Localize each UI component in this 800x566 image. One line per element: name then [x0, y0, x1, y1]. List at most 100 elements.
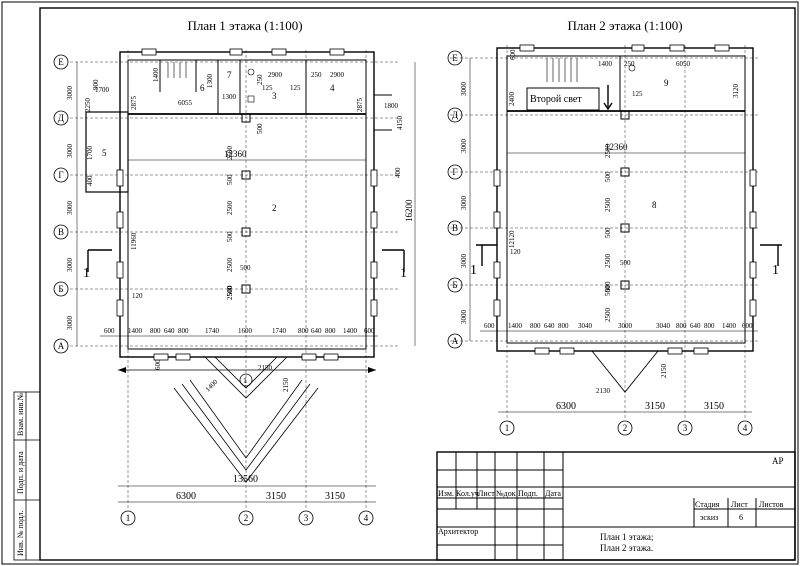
plan1-dim-1300b: 1300: [222, 93, 237, 101]
plan1-dim-top-4: 250: [311, 71, 322, 79]
plan2-room-9: 9: [664, 78, 669, 88]
plan1-dim-11960: 11960: [130, 232, 138, 250]
plan1-porch-600: 600: [154, 359, 162, 370]
plan1-porch-2150a: 2150: [258, 364, 273, 372]
plan2-bd-5: 3040: [578, 322, 593, 330]
title-architect: Архитектор: [438, 527, 478, 536]
plan2-axis-bubbles: [447, 50, 753, 436]
title-sheets-hdr: Листов: [759, 500, 784, 509]
plan1-room-4: 4: [330, 83, 335, 93]
side-stamp-sign: Подп. и дата: [16, 451, 25, 494]
plan2-axis-1: 1: [505, 423, 510, 433]
plan1-section-right: 1: [400, 266, 407, 281]
plan1-dim-top-2: 1300: [206, 74, 214, 89]
plan1-bd-10: 800: [325, 327, 336, 335]
plan1-axis-E: Е: [58, 57, 64, 67]
title-col-ndok: №док: [496, 489, 516, 498]
plan2-inner-6: 500: [604, 281, 612, 292]
plan1-dim-top-5: 2900: [330, 71, 345, 79]
plan1-bd-12: 600: [364, 327, 375, 335]
plan1-dim-12360: 12360: [224, 149, 247, 159]
plan1-bd-6: 1600: [238, 327, 253, 335]
plan2-bd-3: 640: [544, 322, 555, 330]
title-col-koluch: Кол.уч: [456, 489, 479, 498]
title-col-izm: Изм.: [438, 489, 454, 498]
plan2-axis-dim-1: 6300: [556, 401, 576, 412]
plan1-axis-bubbles: [53, 54, 374, 526]
plan1-stairs: [167, 62, 255, 103]
plan1-inner-6: 500: [226, 231, 234, 242]
plan2-dim-2400: 2400: [508, 92, 516, 107]
plan1-bd-4: 800: [178, 327, 189, 335]
plan1-inner-2: 500: [256, 123, 264, 134]
title-sheet-hdr: Лист: [731, 500, 748, 509]
plan2-stairs: [546, 58, 636, 111]
plan1-room-1: 1: [243, 376, 247, 385]
title-desc-1: План 1 этажа;: [600, 532, 653, 542]
plan1-bd-11: 1400: [343, 327, 358, 335]
plan1-dim-1800: 1800: [384, 102, 399, 110]
plan1-dim-400a: 400: [86, 175, 94, 186]
plan1-dim-900: 900: [92, 79, 100, 90]
plan2-axis-E: Е: [452, 53, 458, 63]
plan2-axis-A: А: [452, 336, 459, 346]
plan2-bd-4: 800: [558, 322, 569, 330]
title-project-code: АР: [772, 456, 784, 466]
plan2-columns: [620, 110, 630, 290]
plan1-dim-2875b: 2875: [356, 98, 364, 113]
plan1-dim-left-4: 3000: [66, 258, 74, 273]
plan1-bd-8: 800: [298, 327, 309, 335]
plan1-bd-1: 1400: [128, 327, 143, 335]
plan1-inner-9: 500: [240, 264, 251, 272]
plan1-dim-top-1: 1400: [152, 68, 160, 83]
plan2-title: План 2 этажа (1:100): [567, 18, 682, 33]
plan1-dim-left-1: 3000: [66, 86, 74, 101]
plan1-section-marks: [87, 249, 405, 272]
plan2-walls: [496, 47, 754, 352]
title-desc-2: План 2 этажа.: [600, 543, 653, 553]
plan1-porch: [173, 356, 319, 483]
plan1-dim-2250: 2250: [84, 98, 92, 113]
plan2-bd-11: 1400: [722, 322, 737, 330]
plan2-bottom-dims: 600 1400 800 640 800 3040 3000 3040 800 …: [484, 322, 753, 330]
plan2-bd-6: 3000: [618, 322, 633, 330]
title-col-podp: Подп.: [518, 489, 538, 498]
plan2-dim-top-1: 1400: [598, 60, 613, 68]
plan1-axis-dim-3: 3150: [325, 491, 345, 502]
plan2-bd-8: 800: [676, 322, 687, 330]
plan1-dim-6055: 6055: [178, 99, 193, 107]
plan1-axis-A: А: [58, 341, 65, 351]
plan2-inner-7: 2500: [604, 308, 612, 323]
plan2-dim-120: 120: [510, 248, 521, 256]
plan1-dim-left-3: 3000: [66, 201, 74, 216]
plan1-title: План 1 этажа (1:100): [187, 18, 302, 33]
title-stage-hdr: Стадия: [695, 500, 720, 509]
plan1-inner-5: 2500: [226, 258, 234, 273]
plan1-room-3: 3: [272, 91, 277, 101]
plan1-inner-1: 2500: [226, 146, 234, 161]
plan1-dim-left-2: 3000: [66, 144, 74, 159]
plan2-inner-5: 2500: [604, 254, 612, 269]
plan2-bd-7: 3040: [656, 322, 671, 330]
plan2-dim-125: 125: [632, 90, 643, 98]
side-stamp-inv: Инв. № подл.: [16, 510, 25, 556]
plan2-dim-left-2: 3000: [460, 139, 468, 154]
title-col-data: Дата: [545, 489, 561, 498]
plan2-axis-2: 2: [623, 423, 628, 433]
plan1-bd-7: 1740: [272, 327, 287, 335]
plan2-porch-2150: 2150: [660, 364, 668, 379]
plan2-inner-1: 2500: [604, 144, 612, 159]
plan2-dim-3120: 3120: [732, 84, 740, 99]
plan1-dim-top-3: 2900: [268, 71, 283, 79]
plan2-bd-9: 640: [690, 322, 701, 330]
plan2-inner-9: 500: [620, 259, 631, 267]
plan2-dim-top-2: 250: [624, 60, 635, 68]
title-block-grid: [436, 451, 796, 561]
side-stamp: [13, 391, 41, 561]
plan1-axis-dim-2: 3150: [266, 491, 286, 502]
plan2-axis-4: 4: [743, 423, 748, 433]
plan1-room-7: 7: [227, 70, 232, 80]
plan2-dim-12120: 12120: [508, 230, 516, 248]
plan2-bd-2: 800: [530, 322, 541, 330]
plan2-dim-top-3: 6050: [676, 60, 691, 68]
